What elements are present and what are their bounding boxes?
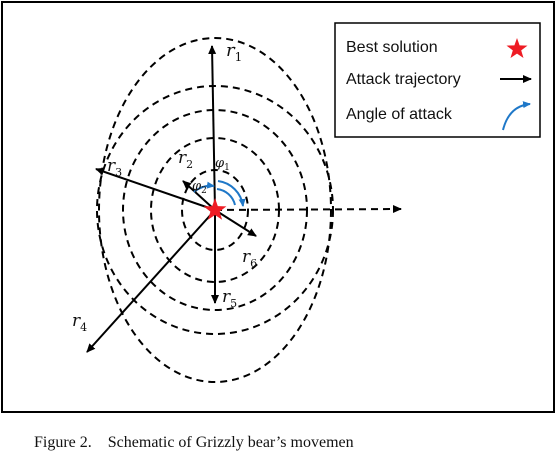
angle-arc-phi1-inner [216,188,236,206]
label-phi2: φ2 [192,179,207,196]
figure-caption: Figure 2. Schematic of Grizzly bear’s mo… [34,434,354,451]
ring-5 [98,37,332,383]
label-r2: r2 [178,148,193,171]
legend-angle-of-attack-label: Angle of attack [346,106,453,123]
figure-frame [1,1,555,413]
angle-arc-phi2 [193,181,215,193]
ring-4 [96,85,334,335]
best-solution-star [203,198,227,220]
angle-arc-phi1 [217,180,246,207]
label-phi1: φ1 [215,156,230,173]
legend-attack-trajectory-label: Attack trajectory [346,71,461,88]
label-r3: r3 [107,156,122,179]
label-r6: r6 [242,247,257,270]
label-r4: r4 [72,311,87,334]
legend-star-icon [506,38,528,58]
trajectory-r4 [86,209,216,353]
legend-best-solution-label: Best solution [346,39,438,56]
label-r5: r5 [222,287,237,310]
legend: Best solution Attack trajectory Angle of… [334,22,541,138]
attack-trajectories [86,45,402,353]
label-r1: r1 [226,40,242,64]
legend-curved-arrow-icon [502,101,531,131]
trajectory-r2 [182,180,216,211]
trajectory-r6 [214,209,257,237]
attack-angles [193,180,246,207]
ring-3 [122,109,308,311]
trajectory-r3 [95,167,216,211]
